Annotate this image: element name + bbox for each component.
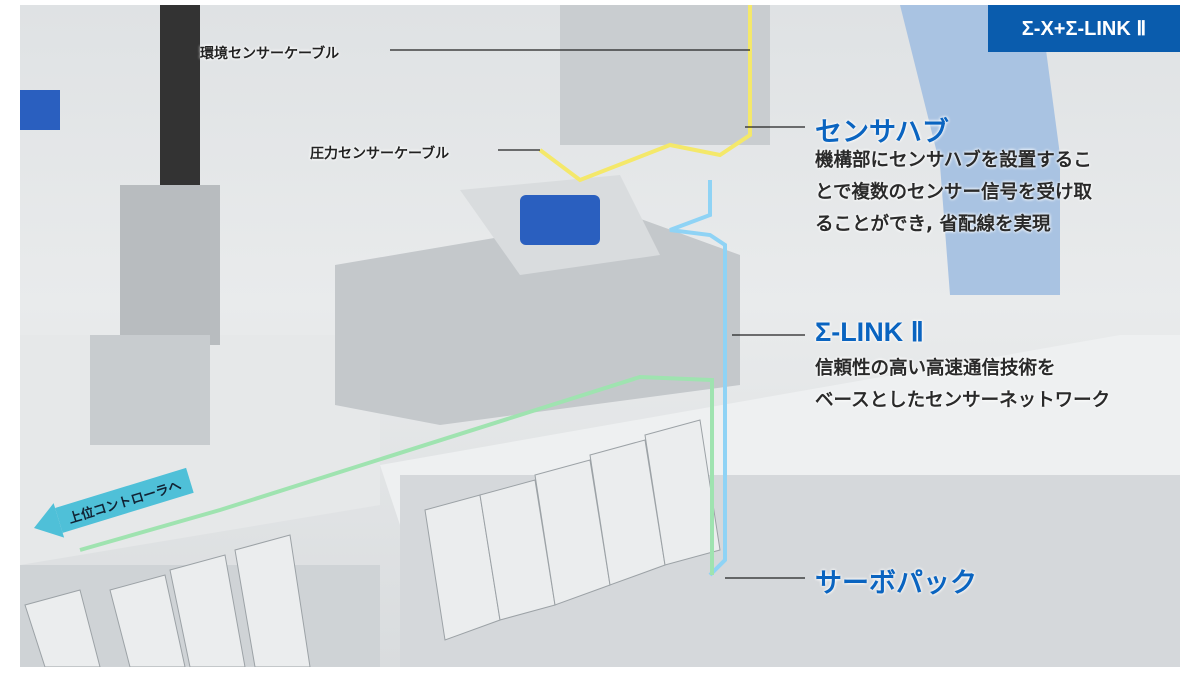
blue-tray-left xyxy=(20,90,60,130)
sensor-hub-title: センサハブ xyxy=(815,117,949,148)
linear-stage xyxy=(335,215,740,425)
factory-illustration: Σ-X+Σ-LINK Ⅱ 環境センサーケーブル 圧力センサーケーブル センサハブ… xyxy=(20,5,1180,667)
leader-lines xyxy=(390,49,805,579)
desc-line: 信頼性の高い高速通信技術を xyxy=(815,358,1056,379)
desc-line: 機構部にセンサハブを設置するこ xyxy=(815,150,1092,171)
cable-green xyxy=(79,374,714,575)
desc-line: とで複数のセンサー信号を受け取 xyxy=(815,182,1092,203)
product-badge: Σ-X+Σ-LINK Ⅱ xyxy=(988,5,1180,52)
servopacks xyxy=(24,419,721,667)
gripper-base xyxy=(90,335,210,445)
actuator xyxy=(560,5,770,145)
cable-black xyxy=(160,5,200,205)
servopack-title: サーボパック xyxy=(815,568,977,599)
blue-tray xyxy=(520,195,600,245)
desc-line: ることができ, 省配線を実現 xyxy=(815,214,1051,235)
desc-line: ベースとしたセンサーネットワーク xyxy=(815,390,1111,411)
env-sensor-cable-label: 環境センサーケーブル xyxy=(200,46,340,62)
cable-blue xyxy=(669,180,727,577)
sensor-hub-description: 機構部にセンサハブを設置するこ とで複数のセンサー信号を受け取 ることができ, … xyxy=(815,145,1092,241)
gripper-unit xyxy=(120,185,220,345)
robot-arm xyxy=(900,5,1060,295)
sigma-link-title: Σ-LINK Ⅱ xyxy=(815,317,924,347)
cable-yellow xyxy=(538,5,752,183)
sigma-link-description: 信頼性の高い高速通信技術を ベースとしたセンサーネットワーク xyxy=(815,353,1110,417)
pressure-sensor-cable-label: 圧力センサーケーブル xyxy=(310,146,450,162)
scene-drawing xyxy=(20,5,1180,667)
